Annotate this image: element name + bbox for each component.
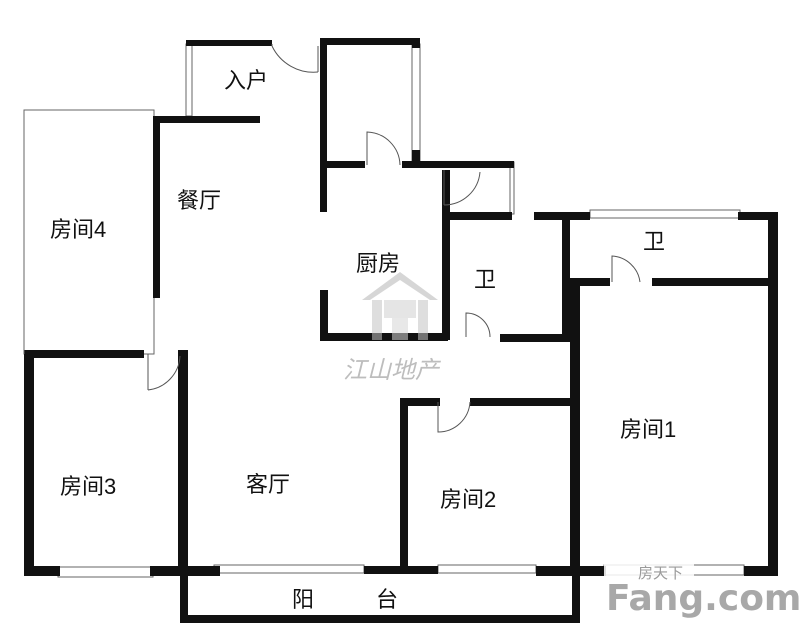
brand-main: Fang.com [606,578,800,619]
label-entry: 入户 [224,68,268,93]
entry-door-icon [271,44,319,73]
storage-window [411,43,421,163]
bath-center-door-icon [465,312,491,338]
label-balcony-1: 阳 [292,587,314,612]
entry-window [185,43,193,117]
label-room3: 房间3 [60,474,116,499]
room4-bay-window [23,109,155,355]
house-logo-icon [362,272,438,340]
passage-door-icon [443,170,481,206]
label-living: 客厅 [246,472,290,497]
doors [23,44,641,433]
label-bath-right: 卫 [643,229,665,254]
watermark-text: 江山地产 [343,356,441,384]
label-balcony-2: 台 [376,587,398,612]
living-slider-window [213,564,365,574]
label-bath-center: 卫 [474,267,496,292]
passage-window [509,161,515,215]
brand-watermark: 房天下 Fang.com [604,562,800,619]
walls [24,38,778,623]
bath-window [589,209,741,219]
room2-door-icon [437,401,471,433]
room2-window [437,564,537,574]
room3-window [57,566,154,578]
storage-door-icon [366,131,401,166]
room3-door-icon [147,354,181,391]
label-room4: 房间4 [50,217,106,242]
windows [23,43,745,578]
brand-top: 房天下 [638,564,683,582]
label-room2: 房间2 [440,487,496,512]
label-room1: 房间1 [620,417,676,442]
label-dining: 餐厅 [177,188,221,213]
bath-right-door-icon [611,255,641,283]
label-kitchen: 厨房 [356,251,400,276]
